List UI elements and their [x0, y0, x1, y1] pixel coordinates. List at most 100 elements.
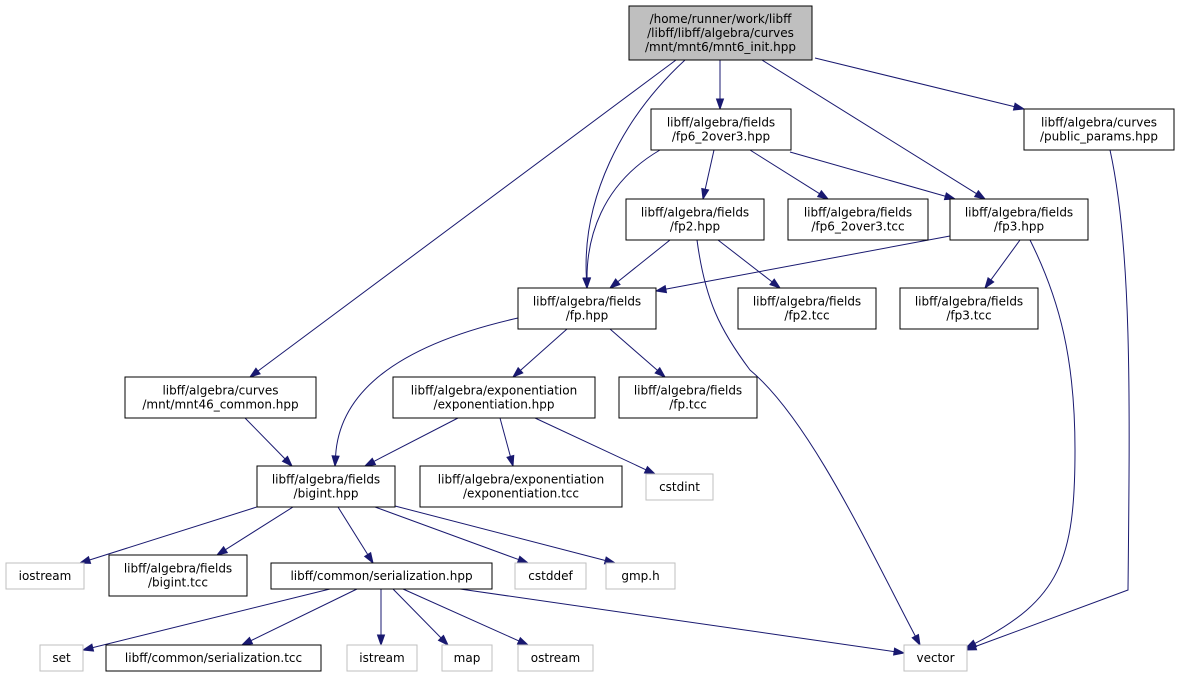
arrowhead [816, 189, 830, 200]
node-label-line: libff/algebra/fields [804, 206, 912, 220]
arrowhead [715, 98, 725, 111]
arrowhead [215, 545, 229, 556]
node-root[interactable]: /home/runner/work/libff/libff/libff/alge… [628, 5, 813, 61]
node-label-line: /home/runner/work/libff [650, 12, 793, 26]
node-fp-hpp[interactable]: libff/algebra/fields/fp.hpp [517, 287, 657, 330]
node-fp2-tcc[interactable]: libff/algebra/fields/fp2.tcc [737, 287, 877, 330]
arrowhead [973, 189, 987, 200]
node-fp6-2over3-hpp[interactable]: libff/algebra/fields/fp6_2over3.hpp [650, 108, 792, 151]
edge-fp2_hpp-to-fp_hpp [608, 239, 671, 289]
arrowhead [516, 555, 530, 564]
edge-bigint_hpp-to-gmp_h [394, 505, 617, 565]
node-fp6-2over3-tcc[interactable]: libff/algebra/fields/fp6_2over3.tcc [787, 198, 929, 241]
node-mnt46-common-hpp[interactable]: libff/algebra/curves/mnt/mnt46_common.hp… [124, 376, 317, 419]
arrowhead [769, 278, 782, 289]
edge-root-to-fp_hpp [582, 59, 686, 290]
node-cstddef: cstddef [514, 562, 587, 590]
node-label-line: libff/algebra/fields [915, 295, 1023, 309]
arrowhead [964, 639, 978, 649]
node-label-line: libff/algebra/fields [641, 206, 749, 220]
edge-fp6_2over3_hpp-to-fp3_hpp [789, 151, 957, 201]
node-iostream: iostream [5, 562, 85, 590]
node-exponentiation-tcc[interactable]: libff/algebra/exponentiation/exponentiat… [419, 465, 623, 508]
node-label-line: /fp6_2over3.hpp [672, 130, 770, 144]
node-label-line: libff/algebra/fields [965, 206, 1073, 220]
node-label-line: istream [359, 651, 404, 665]
edge-fp6_2over3_hpp-to-fp2_hpp [701, 149, 715, 201]
node-label-line: /fp.tcc [669, 398, 707, 412]
node-label-line: libff/common/serialization.hpp [290, 569, 472, 583]
node-label-line: /exponentiation.tcc [463, 487, 579, 501]
arrowhead [281, 455, 294, 468]
arrowhead [608, 278, 621, 289]
arrowhead [516, 636, 530, 646]
arrowhead [582, 277, 592, 290]
node-gmp-h: gmp.h [605, 562, 676, 590]
arrowhead [363, 551, 374, 565]
node-fp-tcc[interactable]: libff/algebra/fields/fp.tcc [618, 376, 758, 419]
edge-fp6_2over3_hpp-to-fp_hpp [582, 149, 661, 290]
node-label-line: /fp3.tcc [946, 309, 991, 323]
node-label-line: libff/algebra/fields [667, 116, 775, 130]
edge-fp6_2over3_hpp-to-fp6_2over3_tcc [749, 149, 830, 200]
nodes-layer: /home/runner/work/libff/libff/libff/alge… [5, 5, 1175, 672]
node-label-line: iostream [19, 569, 72, 583]
arrowhead [331, 455, 340, 468]
edge-exponentiation_hpp-to-bigint_hpp [363, 417, 459, 467]
node-label-line: map [454, 651, 481, 665]
arrowhead [78, 555, 92, 564]
arrowhead [506, 454, 515, 468]
node-fp2-hpp[interactable]: libff/algebra/fields/fp2.hpp [625, 198, 765, 241]
edge-bigint_hpp-to-iostream [78, 505, 261, 564]
edge-serialization_hpp-to-set [81, 588, 331, 652]
node-label-line: /public_params.hpp [1040, 130, 1158, 144]
node-exponentiation-hpp[interactable]: libff/algebra/exponentiation/exponentiat… [392, 376, 596, 419]
edge-serialization_hpp-to-map [392, 588, 450, 647]
edge-root-to-fp3_hpp [761, 59, 987, 200]
edge-fp3_hpp-to-fp_hpp [654, 235, 951, 294]
edge-fp_hpp-to-exponentiation_hpp [511, 328, 568, 379]
node-fp3-hpp[interactable]: libff/algebra/fields/fp3.hpp [949, 198, 1089, 241]
node-bigint-hpp[interactable]: libff/algebra/fields/bigint.hpp [256, 465, 396, 508]
edge-exponentiation_hpp-to-exponentiation_tcc [499, 417, 515, 468]
arrowhead [984, 277, 995, 290]
node-label-line: /fp6_2over3.tcc [811, 220, 904, 234]
node-label-line: ostream [531, 651, 580, 665]
node-cstdint: cstdint [645, 473, 714, 501]
node-label-line: vector [916, 651, 954, 665]
node-map: map [441, 644, 493, 672]
node-label-line: libff/algebra/fields [272, 473, 380, 487]
arrowhead [654, 284, 668, 294]
edge-exponentiation_hpp-to-cstdint [534, 417, 657, 475]
node-bigint-tcc[interactable]: libff/algebra/fields/bigint.tcc [108, 554, 248, 597]
node-label-line: libff/algebra/fields [753, 295, 861, 309]
edge-root-to-fp6_2over3_hpp [715, 60, 725, 111]
node-istream: istream [346, 644, 418, 672]
node-label-line: libff/algebra/exponentiation [438, 473, 604, 487]
node-label-line: /mnt/mnt46_common.hpp [142, 398, 298, 412]
arrowhead [240, 636, 254, 646]
edge-fp_hpp-to-fp_tcc [609, 328, 667, 378]
node-label-line: /fp.hpp [566, 309, 609, 323]
node-label-line: set [52, 651, 71, 665]
arrowhead [376, 634, 386, 647]
node-public-params-hpp[interactable]: libff/algebra/curves/public_params.hpp [1023, 108, 1175, 151]
edge-root-to-mnt46_common_hpp [248, 59, 677, 378]
node-serialization-tcc[interactable]: libff/common/serialization.tcc [105, 644, 322, 672]
arrowhead [511, 366, 524, 379]
node-serialization-hpp[interactable]: libff/common/serialization.hpp [270, 562, 493, 590]
node-fp3-tcc[interactable]: libff/algebra/fields/fp3.tcc [899, 287, 1039, 330]
edge-serialization_hpp-to-ostream [402, 588, 530, 646]
node-label-line: cstdint [659, 480, 700, 494]
node-label-line: libff/algebra/exponentiation [411, 384, 577, 398]
node-label-line: /bigint.tcc [148, 576, 208, 590]
edge-serialization_hpp-to-vector [459, 588, 906, 656]
edge-serialization_hpp-to-serialization_tcc [240, 588, 358, 646]
node-label-line: libff/algebra/fields [634, 384, 742, 398]
edges-layer [78, 57, 1130, 656]
edge-bigint_hpp-to-bigint_tcc [215, 506, 294, 556]
node-label-line: gmp.h [621, 569, 659, 583]
edge-mnt46_common_hpp-to-bigint_hpp [244, 417, 294, 468]
arrowhead [893, 647, 906, 656]
